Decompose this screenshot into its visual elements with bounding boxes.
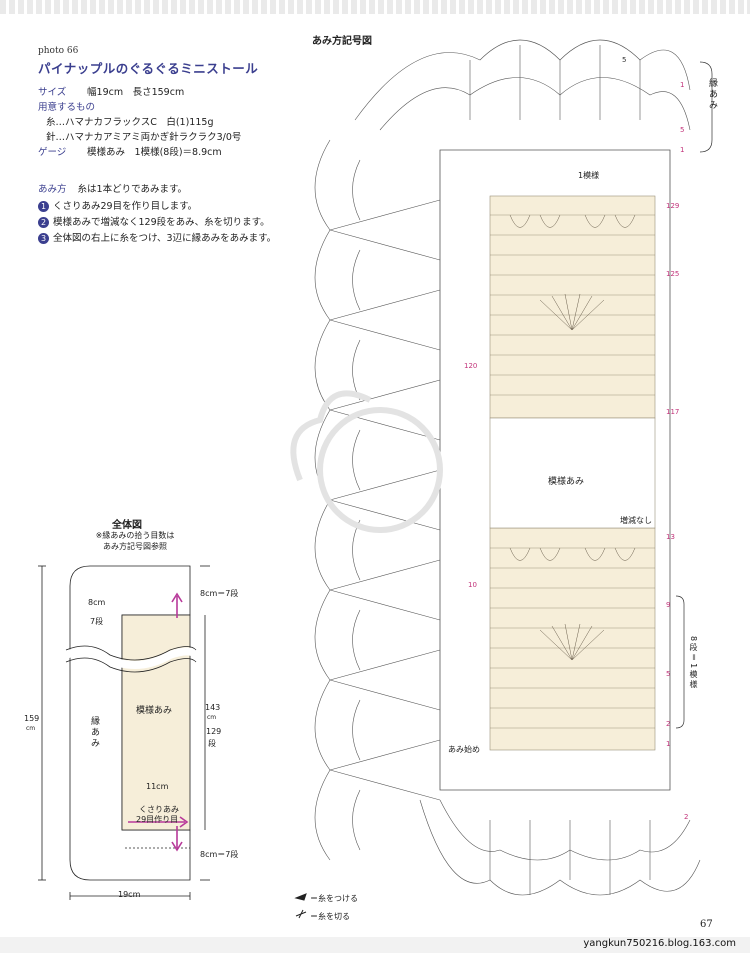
row-number: 13 (666, 533, 675, 541)
no-change-label: 増減なし (620, 516, 652, 525)
row-number: 5 (666, 670, 671, 678)
direction-arrows (128, 592, 189, 852)
instructions-key: あみ方 (38, 184, 67, 195)
row-number: 129 (666, 202, 680, 210)
chain-count-label: 29目作り目 (136, 815, 179, 824)
total-length-label: 159 (24, 714, 40, 723)
pattern-bracket (675, 595, 685, 729)
pattern-panel-bottom (489, 527, 656, 751)
gauge-key: ゲージ (38, 147, 67, 158)
instructions-header: あみ方 糸は1本どりであみます。 (38, 183, 187, 197)
total-length-unit: cm (26, 725, 36, 732)
chain-label: くさりあみ (139, 805, 179, 814)
edging-top (354, 39, 691, 131)
edging-bottom (419, 799, 701, 896)
overall-edge-label: 縁あみ (89, 716, 99, 749)
row-number: 117 (666, 408, 680, 416)
materials-key: 用意するもの (38, 102, 96, 113)
decorative-top-border (0, 0, 750, 14)
edge-bracket (699, 61, 713, 153)
overall-note-line1: ※縁あみの拾う目数は (95, 531, 175, 540)
left-rows-label: 7段 (90, 617, 104, 626)
row-number: 125 (666, 270, 680, 278)
edge-row-number: 1 (680, 146, 685, 154)
legend-cut: ＝糸を切る (310, 912, 350, 921)
overall-note: ※縁あみの拾う目数は あみ方記号図参照 (80, 530, 190, 552)
step-text: くさりあみ29目を作り目します。 (53, 201, 198, 212)
edge-row-number: 5 (622, 56, 627, 64)
edge-row-number: 5 (680, 126, 685, 134)
materials-row: 用意するもの (38, 101, 95, 115)
pattern-panel-top (489, 195, 656, 419)
bottom-edge-label: 8cm＝7段 (200, 850, 239, 859)
width-11-label: 11cm (146, 782, 169, 791)
step-item: 2 模様あみで増減なく129段をあみ、糸を切ります。 (38, 216, 270, 230)
row-number: 120 (464, 362, 478, 370)
blog-watermark-bar: yangkun750216.blog.163.com (0, 937, 750, 953)
one-pattern-label: 1模様 (578, 171, 600, 180)
row-number: 9 (666, 601, 671, 609)
row-number: 1 (666, 740, 671, 748)
step-text: 全体図の右上に糸をつけ、3辺に縁あみをあみます。 (53, 233, 277, 244)
step-item: 1 くさりあみ29目を作り目します。 (38, 200, 197, 214)
edge-label: 縁あみ (707, 78, 717, 111)
photo-label: photo 66 (38, 46, 79, 56)
step-item: 3 全体図の右上に糸をつけ、3辺に縁あみをあみます。 (38, 232, 276, 246)
total-width-label: 19cm (118, 890, 141, 899)
step-number: 2 (38, 217, 49, 228)
page-title: パイナップルのぐるぐるミニストール (38, 61, 259, 76)
page-number: 67 (700, 919, 713, 930)
body-rows-label: 129 (206, 727, 222, 736)
pattern-row-lines (490, 214, 655, 729)
edge-row-number: 1 (680, 81, 685, 89)
overall-diagram (38, 565, 210, 900)
edge-row-number: 2 (684, 813, 689, 821)
body-rows-unit: 段 (208, 739, 216, 748)
step-number: 3 (38, 233, 49, 244)
size-key: サイズ (38, 87, 67, 98)
blog-url: yangkun750216.blog.163.com (583, 938, 736, 949)
row-number: 10 (468, 581, 477, 589)
stole-outline (439, 149, 671, 791)
pattern-label: 模様あみ (548, 477, 585, 487)
step-number: 1 (38, 201, 49, 212)
row-number: 2 (666, 720, 671, 728)
legend-attach: ＝糸をつける (310, 894, 358, 903)
eight-rows-label: 8段＝1模様 (689, 636, 698, 691)
edging-left (314, 139, 441, 861)
size-value: 幅19cm 長さ159cm (87, 87, 185, 98)
step-text: 模様あみで増減なく129段をあみ、糸を切ります。 (53, 217, 270, 228)
left-width-label: 8cm (88, 598, 106, 607)
overall-note-line2: あみ方記号図参照 (103, 542, 167, 551)
watermark-flower (290, 390, 443, 533)
hook-line: 針…ハマナカアミアミ両かぎ針ラクラク3/0号 (46, 132, 242, 143)
gauge-row: ゲージ 模様あみ 1模様(8段)＝8.9cm (38, 146, 222, 160)
gauge-value: 模様あみ 1模様(8段)＝8.9cm (87, 147, 222, 158)
size-row: サイズ 幅19cm 長さ159cm (38, 86, 184, 100)
pattern-panel-middle (489, 417, 656, 529)
legend-icons (294, 893, 307, 919)
top-edge-label: 8cm＝7段 (200, 589, 239, 598)
yarn-line: 糸…ハマナカフラックスC 白(1)115g (46, 117, 214, 128)
body-length-label: 143 (205, 703, 221, 712)
start-label: あみ始め (448, 745, 480, 754)
instructions-note: 糸は1本どりであみます。 (77, 184, 188, 195)
chart-title: あみ方記号図 (312, 36, 372, 47)
pineapple-fans-panel (509, 214, 636, 661)
body-length-unit: cm (207, 714, 217, 721)
overall-title: 全体図 (112, 520, 142, 531)
overall-pattern-label: 模様あみ (136, 706, 173, 716)
